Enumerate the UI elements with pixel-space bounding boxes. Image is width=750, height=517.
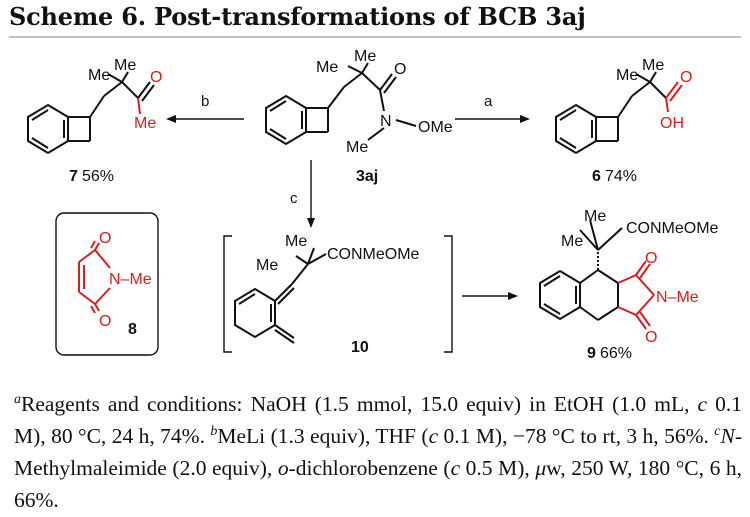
compound-9-o-top: O — [645, 250, 657, 267]
compound-8-o-top: O — [99, 230, 111, 247]
compound-6-carbonyl-bond-2 — [669, 84, 683, 102]
compound-6-structure — [555, 71, 667, 155]
footnote-c-text-2: -Methylmaleimide (2.0 equiv), — [14, 424, 743, 480]
footnote-b-text-1: MeLi (1.3 equiv), THF ( — [217, 424, 429, 448]
footnote-c-text-3: -dichlorobenzene ( — [288, 456, 451, 480]
compound-6-carbonyl-bond-1 — [665, 81, 679, 99]
compound-9-imide — [617, 260, 655, 330]
scheme-title: Scheme 6. Post-transformations of BCB 3a… — [9, 2, 586, 31]
footnote-c-text-4: 0.5 M), — [460, 456, 536, 480]
compound-8-box — [55, 212, 159, 356]
arrow-b — [166, 115, 244, 123]
compound-9-label: 9 — [587, 345, 596, 362]
footnote-a-text-1: Reagents and conditions: NaOH (1.5 mmol,… — [21, 392, 698, 416]
footnote-a-text-2: 0.1 M), 80 °C, 24 h, 74%. — [14, 392, 742, 448]
compound-7-oxygen: O — [150, 69, 162, 86]
compound-6-me-b: Me — [642, 57, 664, 74]
compound-9-amide: CONMeOMe — [626, 220, 719, 237]
arrow-a — [455, 115, 530, 123]
compound-6-hydroxyl-bond — [665, 97, 669, 113]
compound-6-label: 6 — [592, 168, 601, 185]
compound-6-me-a: Me — [616, 67, 638, 84]
footnote-c-mu: μ — [535, 456, 547, 480]
compound-7-label: 7 — [69, 168, 78, 185]
compound-3aj-ome: OMe — [418, 119, 453, 136]
compound-3aj-n-me: Me — [346, 139, 368, 156]
compound-6-oxygen: O — [680, 69, 692, 86]
compound-9-yield: 66% — [600, 345, 632, 362]
compound-9-structure — [539, 219, 623, 321]
footnote-b-text-2: 0.1 M), −78 °C to rt, 3 h, 56%. — [438, 424, 715, 448]
compound-7-methyl: Me — [134, 115, 156, 132]
compound-6-yield: 74% — [605, 168, 637, 185]
compound-3aj-label: 3aj — [356, 168, 378, 185]
compound-10-structure — [234, 247, 327, 344]
compound-10-me-a: Me — [285, 233, 307, 250]
footnote-c-marker: c — [714, 423, 721, 439]
arrow-c-label: c — [290, 190, 298, 207]
compound-10-brackets — [223, 235, 453, 353]
compound-3aj-me-b: Me — [354, 48, 376, 65]
compound-8-n-me: N–Me — [109, 271, 152, 288]
compound-7-yield: 56% — [82, 168, 114, 185]
arrow-c — [307, 160, 315, 228]
footnote-c-c: c — [450, 456, 461, 480]
footnote-c-o: o — [277, 456, 289, 480]
footnote-b-marker: b — [210, 423, 218, 439]
compound-10-label: 10 — [351, 339, 369, 356]
compound-3aj-me-a: Me — [316, 59, 338, 76]
footnote-b-c: c — [428, 424, 439, 448]
compound-8-structure — [78, 240, 111, 314]
compound-9-n-me: N–Me — [656, 289, 699, 306]
arrow-10-to-9 — [462, 292, 518, 300]
footnote-c-text-5: w, 250 W, 180 °C, 6 h, 66%. — [14, 456, 743, 512]
arrow-a-label: a — [484, 93, 493, 110]
compound-7-me-b: Me — [114, 57, 136, 74]
compound-9-me-b: Me — [561, 233, 583, 250]
compound-7-me-a: Me — [88, 67, 110, 84]
compound-3aj-structure — [265, 62, 417, 146]
scheme-footnote: aReagents and conditions: NaOH (1.5 mmol… — [14, 388, 742, 516]
compound-7-methyl-bond — [137, 97, 141, 115]
compound-8-label: 8 — [128, 321, 137, 338]
compound-3aj-nitrogen: N — [380, 113, 392, 130]
compound-9-o-bottom: O — [645, 329, 657, 346]
compound-10-amide: CONMeOMe — [327, 246, 420, 263]
compound-8-o-bottom: O — [99, 313, 111, 330]
footnote-a-c: c — [697, 392, 708, 416]
compound-9-me-a: Me — [584, 208, 606, 225]
arrow-b-label: b — [201, 93, 209, 110]
compound-6-hydroxyl: OH — [660, 115, 684, 132]
footnote-a-marker: a — [14, 391, 21, 407]
footnote-c-n: N — [720, 424, 735, 448]
compound-3aj-oxygen: O — [394, 61, 406, 78]
compound-10-me-b: Me — [256, 257, 278, 274]
compound-7-structure — [27, 71, 155, 155]
